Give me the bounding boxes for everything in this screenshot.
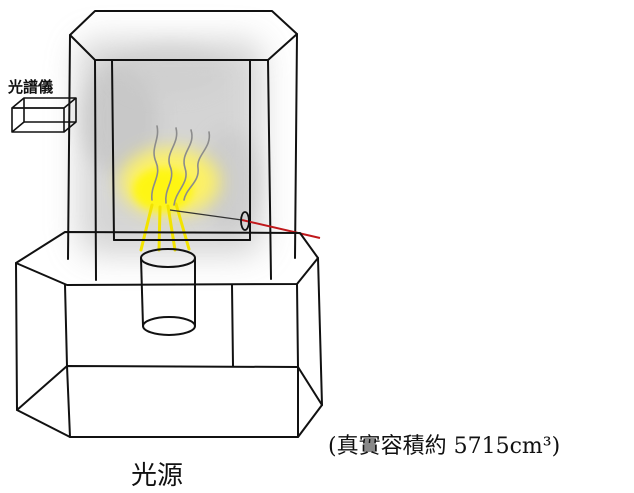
light-source-label: 光源: [131, 461, 184, 491]
lens-icon: [240, 211, 250, 231]
base: [15, 231, 323, 438]
spectrometer-label: 光譜儀: [8, 78, 54, 96]
chamber: [67, 10, 298, 281]
smoke-wisps: [151, 125, 211, 206]
laser-beam: [169, 209, 321, 239]
volume-note: (真實容積約 5715cm³): [328, 434, 561, 459]
smoke-haze: [78, 40, 263, 255]
burner-cylinder: [140, 248, 196, 336]
spectrometer-box: [11, 97, 77, 133]
